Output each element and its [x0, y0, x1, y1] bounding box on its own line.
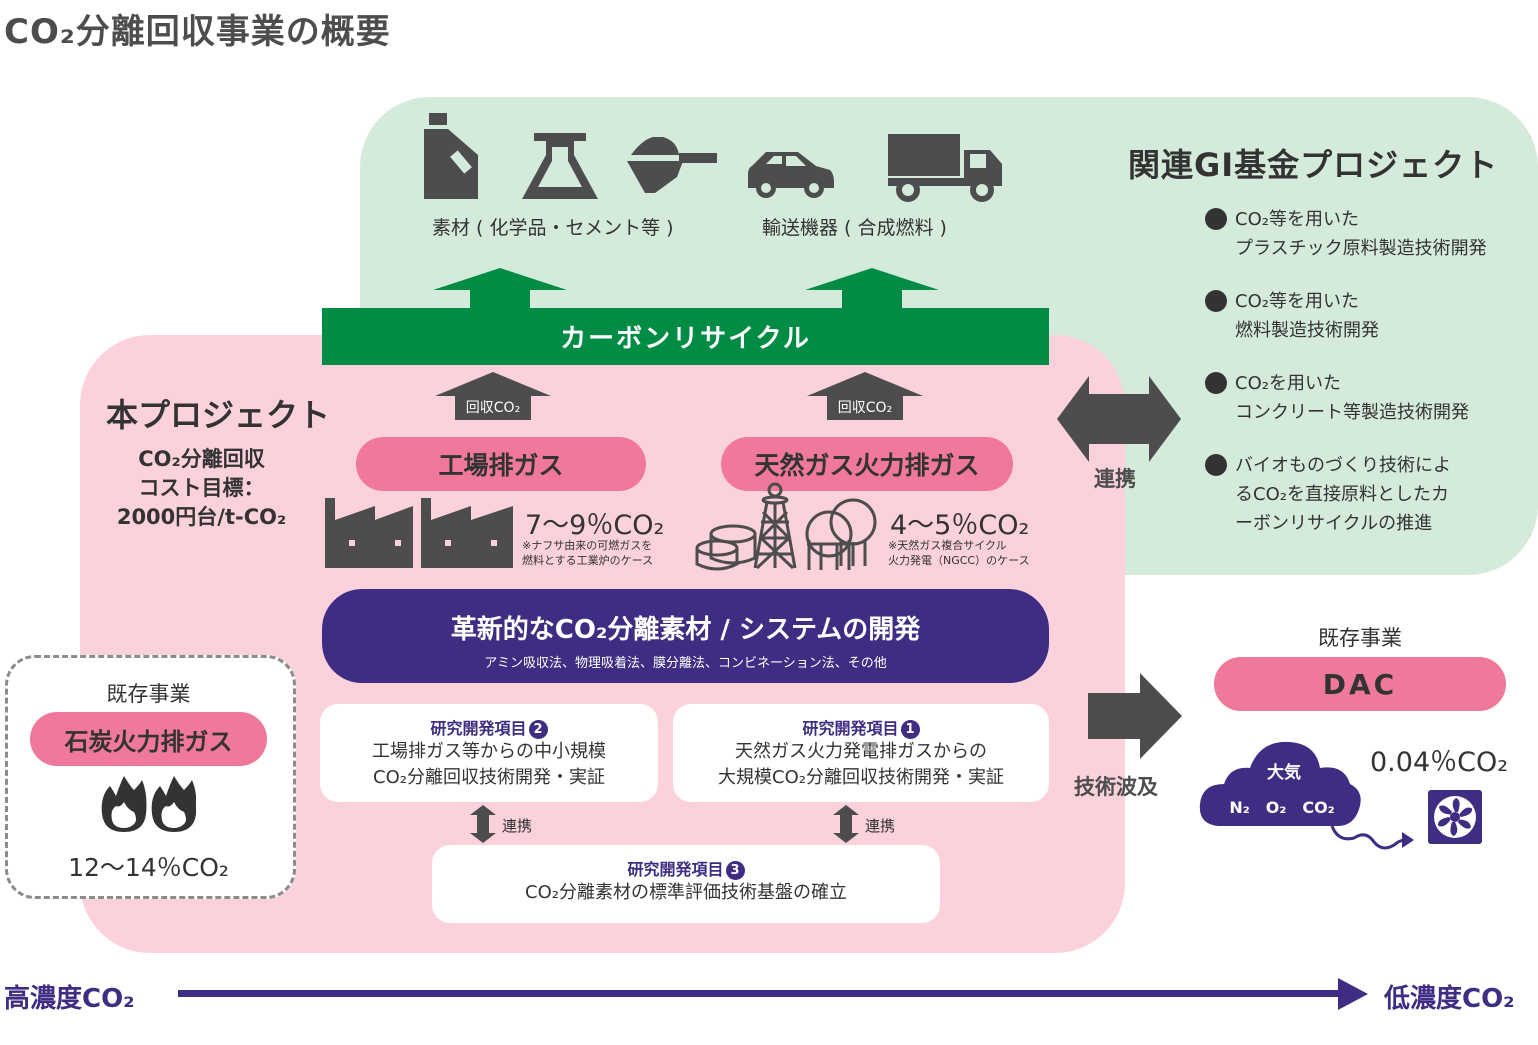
existing-coal-box [5, 655, 296, 899]
cloud-gases: N₂ O₂ CO₂ [1229, 798, 1335, 817]
car-icon [748, 152, 834, 198]
up-arrow-icon [807, 372, 923, 420]
factory-note: ※ナフサ由来の可燃ガスを 燃料とする工業炉のケース [522, 539, 654, 567]
cloud-title: 大気 [1267, 763, 1301, 783]
green-up-arrow-icon [433, 268, 567, 310]
recovered-co2-arrow: 回収CO₂ [807, 372, 923, 420]
double-arrow-vertical-icon [470, 805, 496, 843]
bullet-icon [1205, 290, 1227, 312]
innovation-methods: アミン吸収法、物理吸着法、膜分離法、コンビネーション法、その他 [484, 656, 887, 671]
bullet-icon [1205, 454, 1227, 476]
axis-left-label: 高濃度CO₂ [4, 984, 135, 1014]
double-arrow-vertical-icon [833, 805, 859, 843]
axis-right-label: 低濃度CO₂ [1384, 984, 1515, 1014]
recovered-co2-arrow: 回収CO₂ [435, 372, 551, 420]
flask-icon [522, 133, 598, 199]
list-item: バイオものづくり技術によるCO₂を直接原料としたカーボンリサイクルの推進 [1205, 451, 1525, 538]
list-item: CO₂等を用いたプラスチック原料製造技術開発 [1205, 205, 1525, 263]
tech-spread-label: 技術波及 [1074, 775, 1158, 799]
bullet-icon [1205, 372, 1227, 394]
double-arrow-horizontal-icon [1057, 376, 1181, 462]
dac-pill: DAC [1214, 657, 1506, 711]
number-badge: 2 [528, 720, 548, 739]
link-label: 連携 [502, 817, 533, 835]
gas-note: ※天然ガス複合サイクル 火力発電（NGCC）のケース [888, 539, 1030, 567]
coal-exhaust-pill: 石炭火力排ガス [30, 712, 267, 766]
list-item: CO₂等を用いた燃料製造技術開発 [1205, 287, 1525, 345]
number-badge: 3 [725, 861, 745, 880]
project-title: 本プロジェクト [106, 396, 331, 434]
green-up-arrow-icon [805, 268, 939, 310]
cost-target: CO₂分離回収 コスト目標： 2000円台/t-CO₂ [116, 447, 287, 529]
truck-icon [888, 134, 1002, 202]
transport-label: 輸送機器 ( 合成燃料 ) [762, 217, 947, 239]
related-gi-title: 関連GI基金プロジェクト [1128, 146, 1499, 184]
number-badge: 1 [900, 720, 920, 739]
atmosphere-cloud-icon [1199, 741, 1414, 850]
bottle-icon [424, 113, 478, 199]
page-title: CO₂分離回収事業の概要 [4, 12, 391, 52]
factory-concentration: 7～9％CO₂ [525, 510, 665, 541]
materials-label: 素材 ( 化学品・セメント等 ) [432, 217, 674, 239]
dac-concentration: 0.04％CO₂ [1370, 747, 1509, 778]
gas-concentration: 4～5％CO₂ [890, 510, 1030, 541]
existing-label: 既存事業 [1318, 626, 1402, 650]
collab-label: 連携 [1094, 467, 1136, 491]
innovation-title: 革新的なCO₂分離素材 / システムの開発 [450, 615, 921, 645]
coal-concentration: 12～14％CO₂ [68, 853, 229, 882]
existing-label: 既存事業 [106, 682, 191, 706]
list-item: CO₂を用いたコンクリート等製造技術開発 [1205, 369, 1525, 427]
concentration-axis-arrow [178, 978, 1368, 1010]
related-gi-list: CO₂等を用いたプラスチック原料製造技術開発 CO₂等を用いた燃料製造技術開発 … [1205, 205, 1525, 562]
carbon-recycle-bar: カーボンリサイクル [322, 308, 1049, 365]
link-label: 連携 [865, 817, 896, 835]
gas-power-exhaust-pill: 天然ガス火力排ガス [721, 437, 1013, 491]
flame-icon [101, 776, 196, 832]
innovation-bar: 革新的なCO₂分離素材 / システムの開発 アミン吸収法、物理吸着法、膜分離法、… [322, 589, 1049, 683]
factory-icon [325, 498, 513, 568]
bullet-icon [1205, 208, 1227, 230]
gas-plant-icon [695, 482, 877, 571]
right-arrow-icon [1088, 673, 1182, 759]
powder-scoop-icon [627, 137, 717, 193]
factory-exhaust-pill: 工場排ガス [356, 437, 646, 491]
fan-icon [1428, 790, 1482, 844]
up-arrow-icon [435, 372, 551, 420]
